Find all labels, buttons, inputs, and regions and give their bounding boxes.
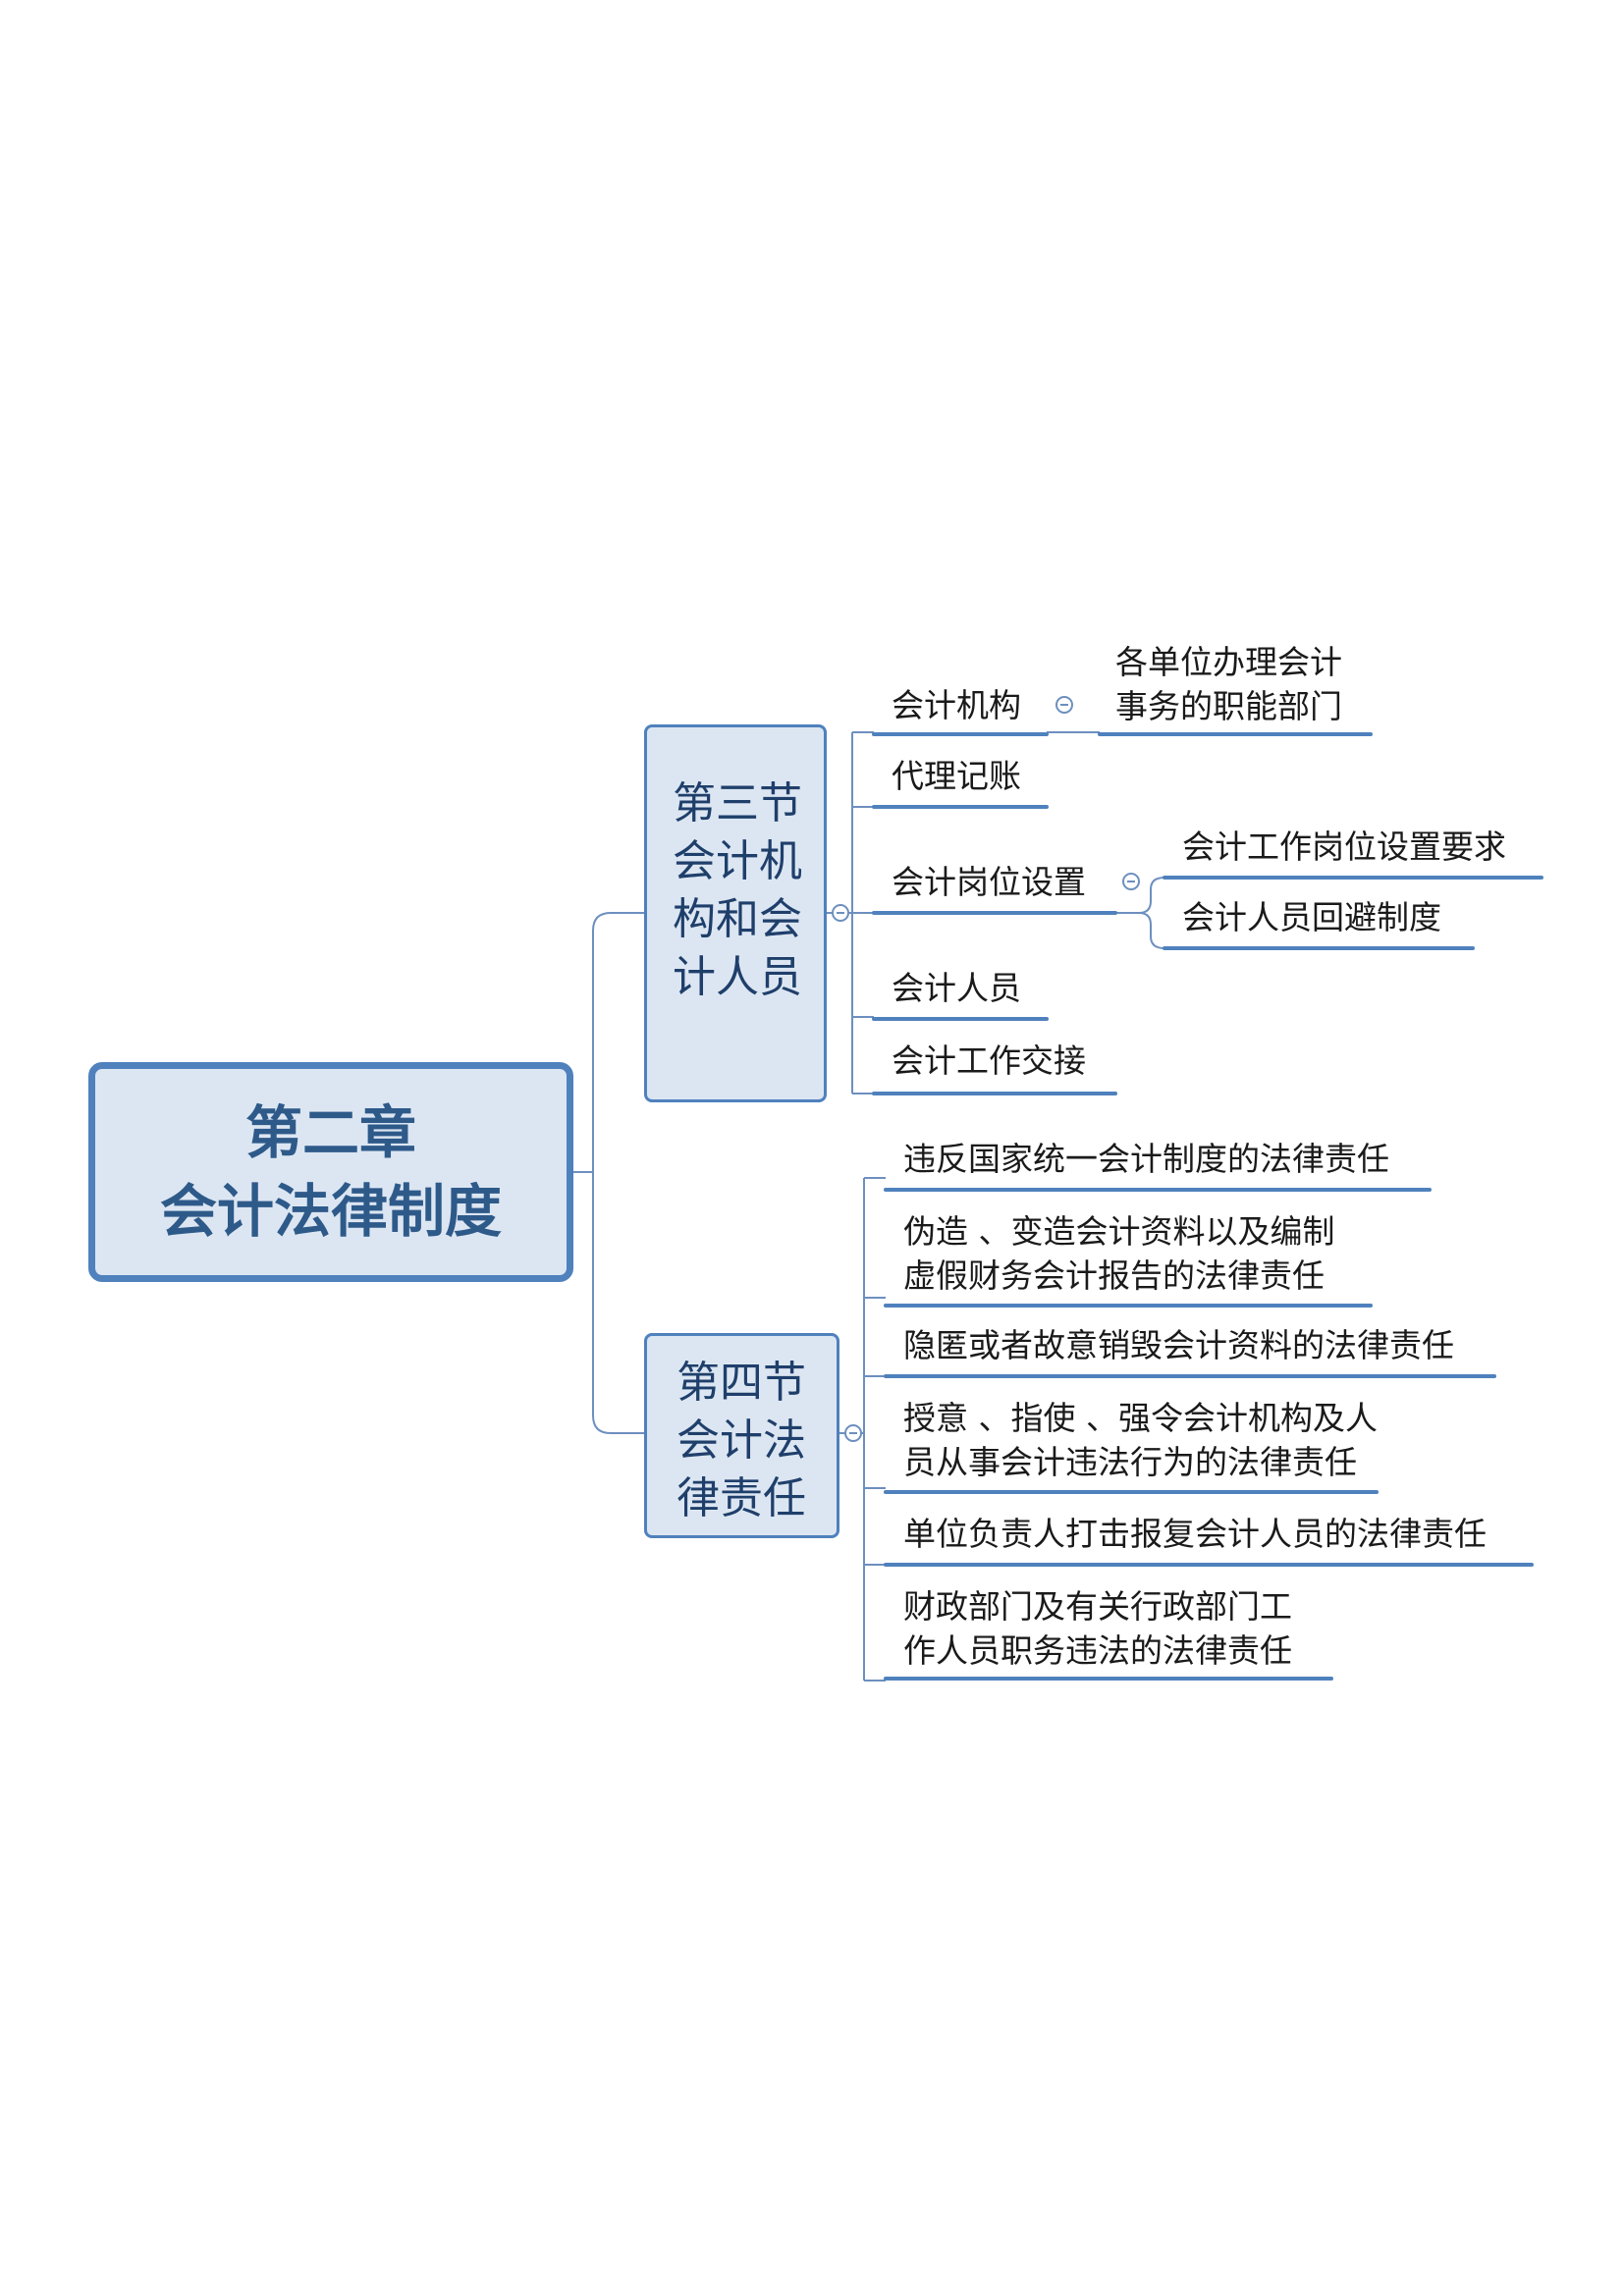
section4-collapse-icon[interactable] [844, 1424, 862, 1442]
topic-liability-4[interactable]: 授意 、指使 、强令会计机构及人员从事会计违法行为的法律责任 [903, 1399, 1378, 1481]
topic-functional-department[interactable]: 各单位办理会计事务的职能部门 [1115, 643, 1342, 725]
root-title-line1: 第二章 [244, 1099, 416, 1166]
root-title-line2: 会计法律制度 [159, 1178, 502, 1245]
section3-node[interactable]: 第三节 会计机构和会计人员 [644, 724, 827, 1102]
topic-liability-6[interactable]: 财政部门及有关行政部门工作人员职务违法的法律责任 [903, 1587, 1292, 1670]
topic-post-requirements[interactable]: 会计工作岗位设置要求 [1182, 828, 1506, 866]
root-node[interactable]: 第二章 会计法律制度 [88, 1062, 573, 1282]
topic-accounting-personnel[interactable]: 会计人员 [892, 969, 1021, 1007]
topic-liability-3[interactable]: 隐匿或者故意销毁会计资料的法律责任 [903, 1326, 1454, 1364]
section4-node[interactable]: 第四节会计法律责任 [644, 1333, 839, 1538]
topic-liability-2[interactable]: 伪造 、变造会计资料以及编制虚假财务会计报告的法律责任 [903, 1212, 1335, 1295]
topic-agency-bookkeeping[interactable]: 代理记账 [892, 757, 1021, 795]
topic-post-setting[interactable]: 会计岗位设置 [892, 863, 1086, 901]
topic-accounting-institution[interactable]: 会计机构 [892, 686, 1021, 724]
section3-collapse-icon[interactable] [832, 904, 849, 922]
section4-title: 第四节会计法律责任 [676, 1358, 806, 1523]
topic-liability-5[interactable]: 单位负责人打击报复会计人员的法律责任 [903, 1515, 1487, 1553]
topic-liability-1[interactable]: 违反国家统一会计制度的法律责任 [903, 1140, 1389, 1178]
topic-avoidance-system[interactable]: 会计人员回避制度 [1182, 898, 1441, 936]
section3-title: 第三节 会计机构和会计人员 [673, 778, 802, 1002]
topic-work-handover[interactable]: 会计工作交接 [892, 1041, 1086, 1080]
post-setting-collapse-icon[interactable] [1122, 873, 1140, 890]
accounting-institution-collapse-icon[interactable] [1055, 696, 1073, 714]
